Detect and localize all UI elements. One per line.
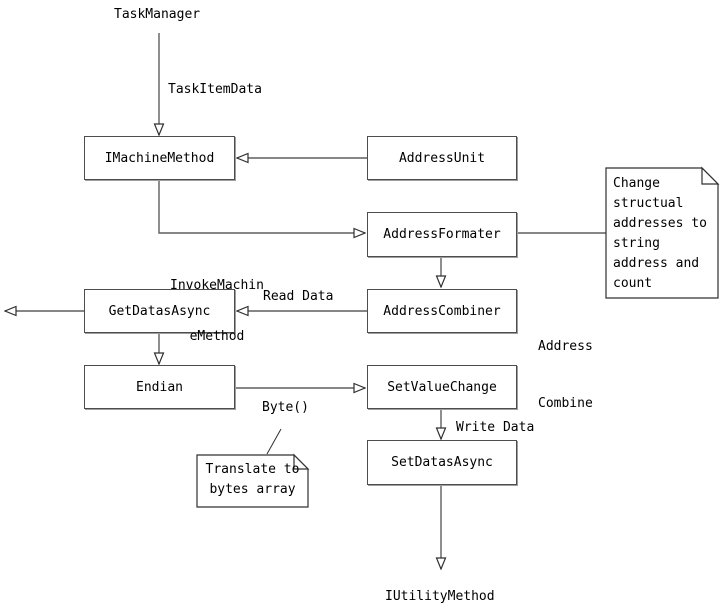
node-endian: Endian	[84, 365, 235, 409]
node-addresscombiner-label: AddressCombiner	[383, 303, 501, 319]
node-endian-label: Endian	[136, 379, 183, 395]
node-addressformater-label: AddressFormater	[383, 227, 501, 242]
node-setvaluechange-label: SetValueChange	[387, 379, 497, 395]
note-change-line-1: Change	[613, 176, 660, 191]
node-imachinemethod: IMachineMethod	[84, 136, 235, 180]
node-getdatasasync-label: GetDatasAsync	[108, 303, 211, 319]
edge-imachinemethod-addressformater	[158, 181, 365, 233]
leader-byte-note	[266, 428, 282, 455]
node-addressformater: AddressFormater	[367, 212, 517, 257]
label-iutilitymethod: IUtilityMethod	[385, 589, 495, 604]
edge-label-address-combine: Address Combine	[538, 299, 593, 451]
edge-label-write-data: Write Data	[456, 420, 535, 435]
note-translate-bytes-fold	[293, 453, 310, 470]
note-change-addresses-shape	[605, 167, 719, 299]
node-setdatasasync: SetDatasAsync	[367, 440, 517, 485]
node-getdatasasync: GetDatasAsync	[84, 289, 235, 333]
note-change-line-3: addresses to	[613, 216, 707, 231]
note-translate-line-2: bytes array	[209, 482, 296, 497]
edge-label-invokemachinemethod-line2: eMethod	[189, 329, 245, 344]
node-addressunit: AddressUnit	[367, 136, 517, 180]
edge-label-address-combine-line2: Combine	[538, 396, 593, 411]
edge-label-address-combine-line1: Address	[538, 339, 593, 354]
note-change-line-2: structual	[613, 196, 684, 211]
node-imachinemethod-label: IMachineMethod	[104, 150, 215, 166]
node-addresscombiner: AddressCombiner	[367, 289, 517, 333]
note-change-line-5: address and	[613, 256, 700, 271]
edge-label-invokemachinemethod: InvokeMachin eMethod	[158, 243, 276, 379]
node-setdatasasync-label: SetDatasAsync	[391, 455, 493, 470]
note-translate-bytes-shape	[196, 454, 309, 508]
label-taskmanager: TaskManager	[114, 7, 201, 22]
note-change-addresses-text: Change structual addresses to string add…	[613, 174, 713, 294]
edge-label-taskitemdata: TaskItemData	[168, 82, 262, 97]
edge-label-invokemachinemethod-line1: InvokeMachin	[170, 278, 264, 293]
node-setvaluechange: SetValueChange	[367, 365, 517, 409]
note-translate-bytes-text: Translate to bytes array	[197, 460, 308, 500]
edge-label-byte: Byte()	[262, 400, 309, 415]
note-change-line-4: string	[613, 236, 660, 251]
note-change-line-6: count	[613, 276, 653, 291]
note-translate-line-1: Translate to	[205, 462, 300, 477]
node-addressunit-label: AddressUnit	[398, 150, 486, 166]
note-change-addresses-fold	[701, 166, 720, 185]
edge-label-read-data: Read Data	[263, 289, 334, 304]
